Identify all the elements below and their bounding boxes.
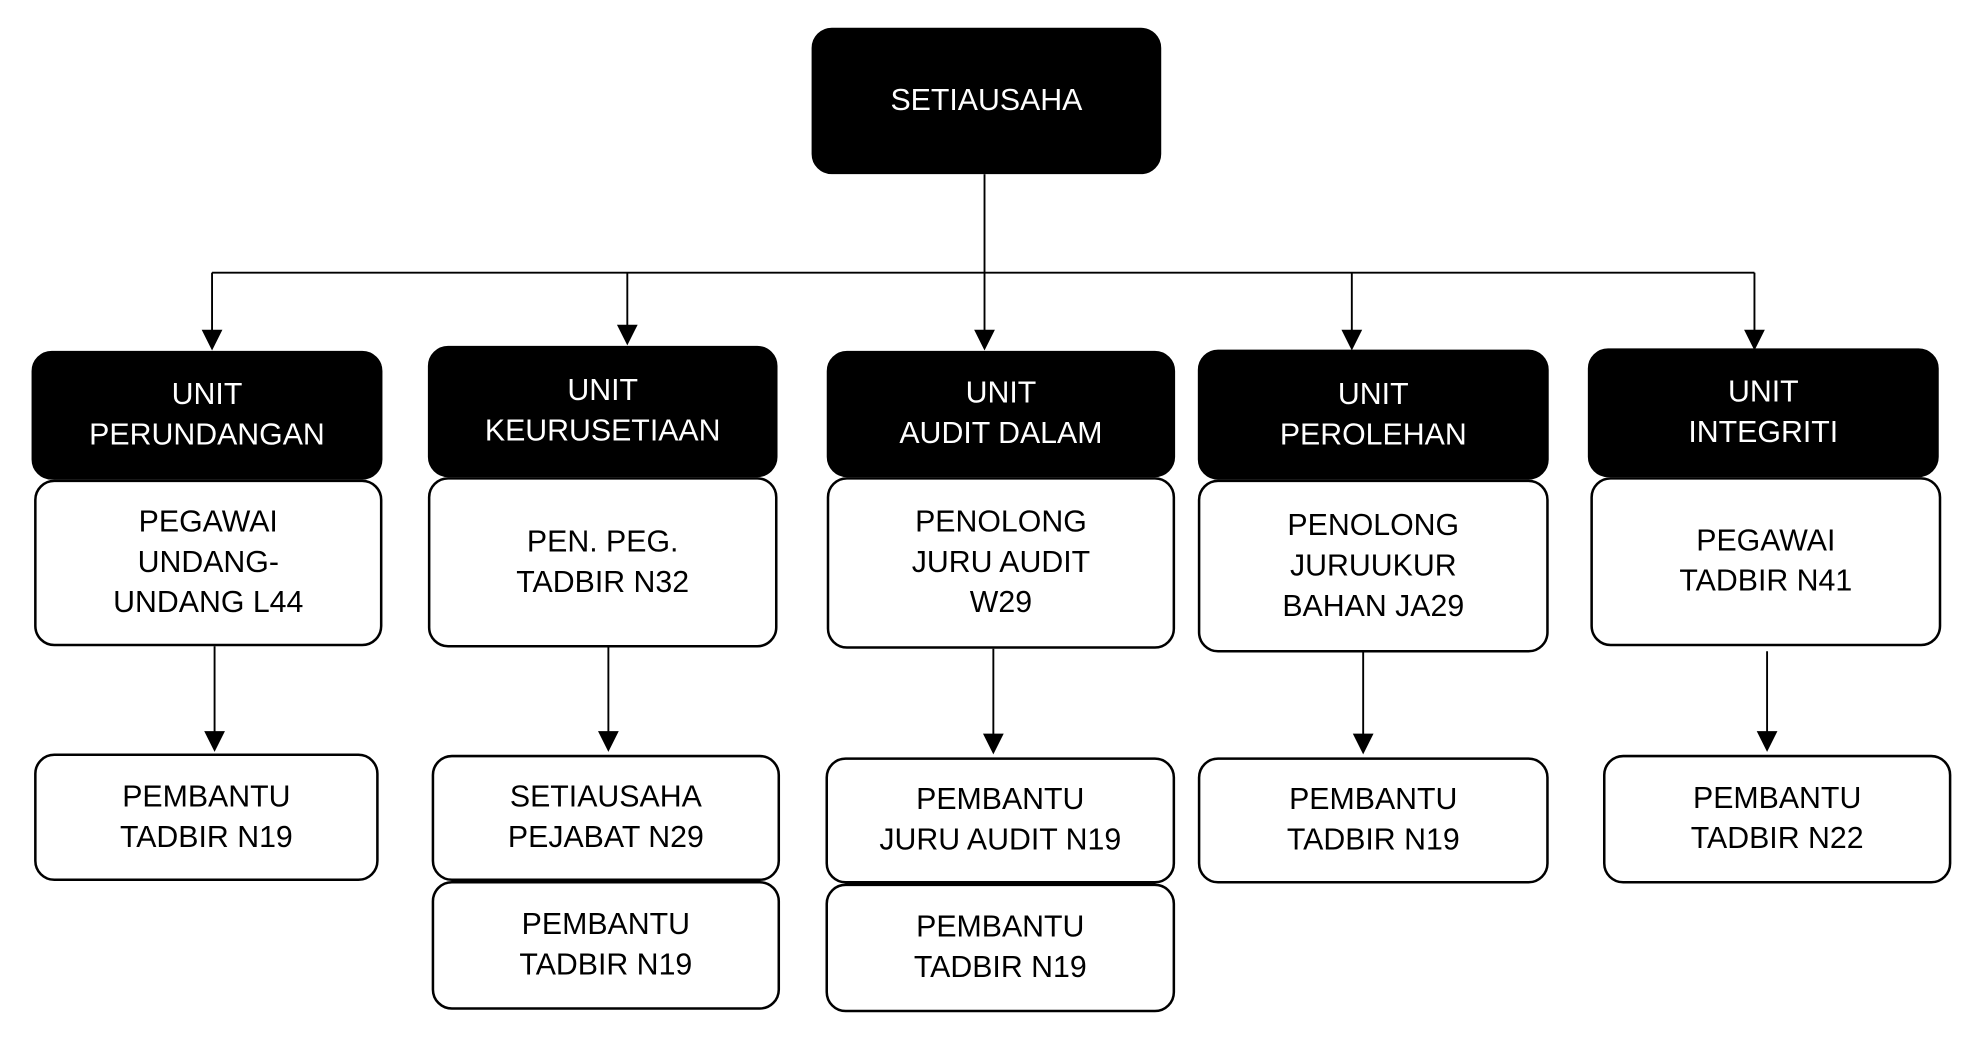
unit-label: UNIT xyxy=(1337,376,1409,411)
unit-header-keurusetiaan: UNIT KEURUSETIAAN xyxy=(427,345,778,478)
post-label: PEGAWAI xyxy=(138,504,278,539)
post-label: PEMBANTU xyxy=(521,907,691,942)
post-label: TADBIR N22 xyxy=(1690,821,1864,856)
post-label: JURU AUDIT xyxy=(911,545,1091,580)
post-label: PENOLONG xyxy=(1287,508,1460,543)
unit-header-integriti: UNIT INTEGRITI xyxy=(1587,348,1939,478)
unit-label: UNIT xyxy=(171,377,243,412)
post-label: UNDANG- xyxy=(137,545,279,580)
unit-label: UNIT xyxy=(1727,374,1799,409)
post-label: PEMBANTU xyxy=(1693,781,1862,816)
post-label: UNDANG L44 xyxy=(113,585,304,620)
head-post-box: PEN. PEG. TADBIR N32 xyxy=(427,477,778,648)
unit-label: UNIT xyxy=(567,373,639,408)
post-label: PEMBANTU xyxy=(916,782,1085,817)
staff-box: PEMBANTU TADBIR N22 xyxy=(1602,754,1952,884)
unit-label: PEROLEHAN xyxy=(1279,417,1467,452)
post-label: PEMBANTU xyxy=(122,779,291,814)
post-label: SETIAUSAHA xyxy=(509,780,702,815)
root-label: SETIAUSAHA xyxy=(890,83,1083,118)
head-post-box: PEGAWAI UNDANG- UNDANG L44 xyxy=(34,479,383,647)
post-label: W29 xyxy=(969,585,1033,620)
post-label: PEGAWAI xyxy=(1696,523,1836,558)
post-label: PEMBANTU xyxy=(1289,782,1458,817)
root-box-setiausaha: SETIAUSAHA xyxy=(811,27,1162,175)
post-label: TADBIR N41 xyxy=(1679,564,1853,599)
unit-header-audit-dalam: UNIT AUDIT DALAM xyxy=(826,350,1176,478)
staff-box: SETIAUSAHA PEJABAT N29 xyxy=(431,754,781,882)
unit-label: KEURUSETIAAN xyxy=(484,414,721,449)
post-label: JURU AUDIT N19 xyxy=(879,822,1122,858)
post-label: BAHAN JA29 xyxy=(1282,588,1465,623)
post-label: JURUUKUR xyxy=(1289,548,1457,583)
unit-label: INTEGRITI xyxy=(1688,415,1839,450)
staff-box: PEMBANTU JURU AUDIT N19 xyxy=(825,757,1176,884)
post-label: PEMBANTU xyxy=(916,910,1085,945)
unit-header-perolehan: UNIT PEROLEHAN xyxy=(1197,349,1549,480)
staff-box: PEMBANTU TADBIR N19 xyxy=(431,881,781,1010)
unit-header-perundangan: UNIT PERUNDANGAN xyxy=(31,350,383,480)
unit-label: UNIT xyxy=(965,376,1037,411)
post-label: PEJABAT N29 xyxy=(507,820,704,855)
post-label: TADBIR N32 xyxy=(516,564,690,599)
post-label: TADBIR N19 xyxy=(1286,822,1460,858)
post-label: TADBIR N19 xyxy=(913,950,1087,985)
post-label: TADBIR N19 xyxy=(519,947,693,982)
head-post-box: PENOLONG JURUUKUR BAHAN JA29 xyxy=(1197,479,1549,653)
unit-label: PERUNDANGAN xyxy=(89,417,325,452)
post-label: TADBIR N19 xyxy=(119,819,293,854)
unit-label: AUDIT DALAM xyxy=(899,416,1103,451)
staff-box: PEMBANTU TADBIR N19 xyxy=(825,883,1176,1013)
post-label: PEN. PEG. xyxy=(526,524,679,559)
staff-box: PEMBANTU TADBIR N19 xyxy=(1197,757,1549,884)
head-post-box: PEGAWAI TADBIR N41 xyxy=(1590,477,1942,647)
staff-box: PEMBANTU TADBIR N19 xyxy=(34,753,379,882)
post-label: PENOLONG xyxy=(915,504,1087,539)
head-post-box: PENOLONG JURU AUDIT W29 xyxy=(826,477,1176,649)
